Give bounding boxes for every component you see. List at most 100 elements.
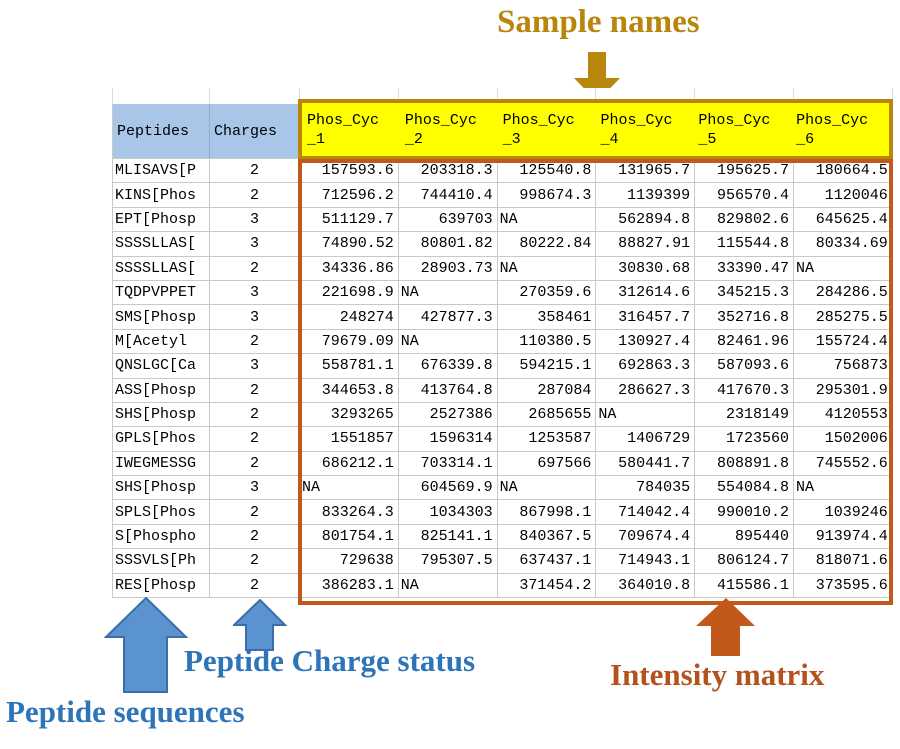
intensity-cell[interactable]: 413764.8 bbox=[398, 378, 498, 403]
charge-cell[interactable]: 2 bbox=[210, 183, 300, 208]
intensity-cell[interactable]: 2318149 bbox=[695, 402, 794, 428]
intensity-cell[interactable]: NA bbox=[793, 476, 893, 501]
intensity-cell[interactable]: 312614.6 bbox=[596, 280, 696, 306]
intensity-cell[interactable]: 745552.6 bbox=[793, 451, 893, 477]
intensity-cell[interactable]: 3293265 bbox=[300, 402, 399, 428]
intensity-cell[interactable]: 1596314 bbox=[398, 427, 498, 452]
peptide-cell[interactable]: SHS[Phosp bbox=[112, 402, 210, 428]
intensity-cell[interactable]: 587093.6 bbox=[695, 354, 794, 379]
intensity-cell[interactable]: 795307.5 bbox=[398, 549, 498, 574]
column-header-sample[interactable]: Phos_Cyc_6 bbox=[796, 111, 869, 148]
intensity-cell[interactable]: 1120046 bbox=[793, 183, 893, 208]
intensity-cell[interactable]: 829802.6 bbox=[695, 207, 794, 233]
intensity-cell[interactable]: NA bbox=[497, 476, 597, 501]
peptide-cell[interactable]: SSSSLLAS[ bbox=[112, 256, 210, 281]
peptide-cell[interactable]: RES[Phosp bbox=[112, 573, 210, 599]
intensity-cell[interactable]: 80334.69 bbox=[793, 232, 893, 257]
intensity-cell[interactable]: 1139399 bbox=[596, 183, 696, 208]
intensity-cell[interactable]: 28903.73 bbox=[398, 256, 498, 281]
peptide-cell[interactable]: TQDPVPPET bbox=[112, 280, 210, 306]
column-header-charges[interactable]: Charges bbox=[210, 104, 300, 159]
charge-cell[interactable]: 2 bbox=[210, 402, 300, 428]
intensity-cell[interactable]: NA bbox=[398, 573, 498, 599]
intensity-cell[interactable]: 427877.3 bbox=[398, 305, 498, 330]
peptide-cell[interactable]: EPT[Phosp bbox=[112, 207, 210, 233]
intensity-cell[interactable]: 686212.1 bbox=[300, 451, 399, 477]
charge-cell[interactable]: 2 bbox=[210, 159, 300, 184]
intensity-cell[interactable]: 756873 bbox=[793, 354, 893, 379]
intensity-cell[interactable]: 4120553 bbox=[793, 402, 893, 428]
peptide-cell[interactable]: M[Acetyl bbox=[112, 329, 210, 355]
peptide-cell[interactable]: SSSVLS[Ph bbox=[112, 549, 210, 574]
charge-cell[interactable]: 2 bbox=[210, 549, 300, 574]
intensity-cell[interactable]: 697566 bbox=[497, 451, 597, 477]
intensity-cell[interactable]: 806124.7 bbox=[695, 549, 794, 574]
intensity-cell[interactable]: 284286.5 bbox=[793, 280, 893, 306]
peptide-cell[interactable]: SMS[Phosp bbox=[112, 305, 210, 330]
intensity-cell[interactable]: 358461 bbox=[497, 305, 597, 330]
intensity-cell[interactable]: 364010.8 bbox=[596, 573, 696, 599]
intensity-cell[interactable]: 956570.4 bbox=[695, 183, 794, 208]
intensity-cell[interactable]: 371454.2 bbox=[497, 573, 597, 599]
intensity-cell[interactable]: 511129.7 bbox=[300, 207, 399, 233]
intensity-cell[interactable]: 714042.4 bbox=[596, 500, 696, 525]
intensity-cell[interactable]: 825141.1 bbox=[398, 524, 498, 550]
intensity-cell[interactable]: 692863.3 bbox=[596, 354, 696, 379]
intensity-cell[interactable]: 784035 bbox=[596, 476, 696, 501]
intensity-cell[interactable]: 639703 bbox=[398, 207, 498, 233]
intensity-cell[interactable]: 270359.6 bbox=[497, 280, 597, 306]
intensity-cell[interactable]: 221698.9 bbox=[300, 280, 399, 306]
intensity-cell[interactable]: 110380.5 bbox=[497, 329, 597, 355]
intensity-cell[interactable]: NA bbox=[497, 256, 597, 281]
intensity-cell[interactable]: 645625.4 bbox=[793, 207, 893, 233]
intensity-cell[interactable]: 180664.5 bbox=[793, 159, 893, 184]
intensity-cell[interactable]: 285275.5 bbox=[793, 305, 893, 330]
intensity-cell[interactable]: 2685655 bbox=[497, 402, 597, 428]
intensity-cell[interactable]: 594215.1 bbox=[497, 354, 597, 379]
peptide-cell[interactable]: MLISAVS[P bbox=[112, 159, 210, 184]
intensity-cell[interactable]: 998674.3 bbox=[497, 183, 597, 208]
peptide-cell[interactable]: SHS[Phosp bbox=[112, 476, 210, 501]
intensity-cell[interactable]: 990010.2 bbox=[695, 500, 794, 525]
intensity-cell[interactable]: 833264.3 bbox=[300, 500, 399, 525]
charge-cell[interactable]: 3 bbox=[210, 354, 300, 379]
intensity-cell[interactable]: 352716.8 bbox=[695, 305, 794, 330]
intensity-cell[interactable]: 709674.4 bbox=[596, 524, 696, 550]
intensity-cell[interactable]: 808891.8 bbox=[695, 451, 794, 477]
intensity-cell[interactable]: 287084 bbox=[497, 378, 597, 403]
intensity-cell[interactable]: 840367.5 bbox=[497, 524, 597, 550]
charge-cell[interactable]: 3 bbox=[210, 232, 300, 257]
intensity-cell[interactable]: 415586.1 bbox=[695, 573, 794, 599]
intensity-cell[interactable]: 604569.9 bbox=[398, 476, 498, 501]
intensity-cell[interactable]: NA bbox=[300, 476, 399, 501]
intensity-cell[interactable]: 417670.3 bbox=[695, 378, 794, 403]
intensity-cell[interactable]: 818071.6 bbox=[793, 549, 893, 574]
intensity-cell[interactable]: 115544.8 bbox=[695, 232, 794, 257]
intensity-cell[interactable]: 676339.8 bbox=[398, 354, 498, 379]
charge-cell[interactable]: 3 bbox=[210, 207, 300, 233]
intensity-cell[interactable]: 155724.4 bbox=[793, 329, 893, 355]
charge-cell[interactable]: 2 bbox=[210, 573, 300, 599]
column-header-sample[interactable]: Phos_Cyc_3 bbox=[502, 111, 575, 148]
intensity-cell[interactable]: 130927.4 bbox=[596, 329, 696, 355]
intensity-cell[interactable]: NA bbox=[497, 207, 597, 233]
intensity-cell[interactable]: 1551857 bbox=[300, 427, 399, 452]
intensity-cell[interactable]: NA bbox=[793, 256, 893, 281]
charge-cell[interactable]: 2 bbox=[210, 500, 300, 525]
intensity-cell[interactable]: 913974.4 bbox=[793, 524, 893, 550]
intensity-cell[interactable]: 34336.86 bbox=[300, 256, 399, 281]
intensity-cell[interactable]: 895440 bbox=[695, 524, 794, 550]
intensity-cell[interactable]: 1502006 bbox=[793, 427, 893, 452]
intensity-cell[interactable]: 203318.3 bbox=[398, 159, 498, 184]
column-header-sample[interactable]: Phos_Cyc_4 bbox=[600, 111, 673, 148]
intensity-cell[interactable]: 79679.09 bbox=[300, 329, 399, 355]
intensity-cell[interactable]: 1253587 bbox=[497, 427, 597, 452]
intensity-cell[interactable]: 125540.8 bbox=[497, 159, 597, 184]
peptide-cell[interactable]: KINS[Phos bbox=[112, 183, 210, 208]
intensity-cell[interactable]: 386283.1 bbox=[300, 573, 399, 599]
intensity-cell[interactable]: 82461.96 bbox=[695, 329, 794, 355]
intensity-cell[interactable]: 248274 bbox=[300, 305, 399, 330]
intensity-cell[interactable]: 867998.1 bbox=[497, 500, 597, 525]
intensity-cell[interactable]: 580441.7 bbox=[596, 451, 696, 477]
intensity-cell[interactable]: 712596.2 bbox=[300, 183, 399, 208]
